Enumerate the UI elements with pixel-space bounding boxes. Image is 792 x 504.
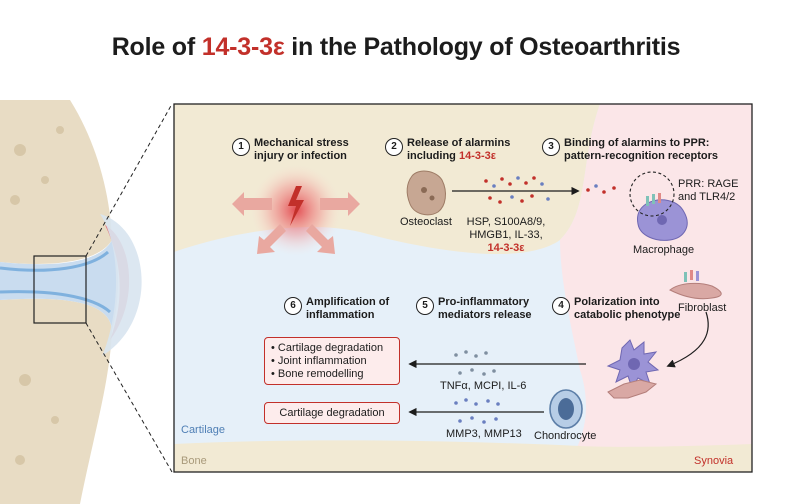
step-4-number: 4 — [552, 297, 570, 315]
outcome-item: Bone remodelling — [271, 368, 393, 381]
bone-region-label: Bone — [181, 455, 207, 467]
outcome-box-bottom: Cartilage degradation — [264, 402, 400, 424]
step-4-label: Polarization into catabolic phenotype — [574, 296, 680, 322]
alarmins-line2: HMGB1, IL-33, — [469, 229, 543, 241]
fibroblast-label: Fibroblast — [678, 302, 727, 314]
chondrocyte-label: Chondrocyte — [534, 430, 597, 442]
synovia-region-label: Synovia — [694, 455, 734, 467]
alarmins-list: HSP, S100A8/9, HMGB1, IL-33, 14-3-3ε — [452, 216, 560, 255]
step-3-label: Binding of alarmins to PPR: pattern-reco… — [564, 137, 718, 163]
outcome-item: Joint inflammation — [271, 355, 393, 368]
synovia-region — [560, 104, 752, 472]
alarmin-particles — [484, 176, 616, 204]
step-2-line2-prefix: including — [407, 150, 456, 162]
mediators-top-label: TNFα, MCPI, IL-6 — [440, 380, 527, 392]
lightning-icon — [288, 186, 304, 226]
step-5-line1: Pro-inflammatory — [438, 296, 530, 308]
step-5-number: 5 — [416, 297, 434, 315]
step-1-line2: injury or infection — [254, 150, 347, 162]
outcome-box-top: Cartilage degradation Joint inflammation… — [264, 337, 400, 385]
macrophage-label: Macrophage — [633, 244, 695, 256]
step-6-line1: Amplification of — [306, 296, 390, 308]
mediators-bottom-label: MMP3, MMP13 — [446, 428, 522, 440]
step-6-label: Amplification of inflammation — [306, 296, 389, 322]
cartilage-region-label: Cartilage — [181, 424, 226, 436]
prr-line1: PRR: RAGE — [678, 178, 739, 190]
osteoclast-icon — [406, 170, 446, 216]
outcome-item: Cartilage degradation — [271, 342, 393, 355]
activated-macrophage-icon — [606, 339, 660, 390]
macrophage-icon — [637, 193, 688, 241]
step-3-line1: Binding of alarmins to PPR: — [564, 137, 710, 149]
title-prefix: Role of — [111, 33, 196, 61]
step-6-number: 6 — [284, 297, 302, 315]
receptor-zoom-circle — [629, 171, 675, 217]
alarmins-highlight: 14-3-3ε — [487, 242, 525, 254]
step-3-number: 3 — [542, 138, 560, 156]
stress-arrows — [232, 192, 360, 254]
prr-line2: and TLR4/2 — [678, 191, 736, 203]
title-suffix: in the Pathology of Osteoarthritis — [291, 33, 681, 61]
step-3-line2: pattern-recognition receptors — [564, 150, 719, 162]
osteoclast-label: Osteoclast — [400, 216, 452, 228]
prr-label: PRR: RAGE and TLR4/2 — [678, 178, 739, 204]
fibroblast-icon — [669, 270, 722, 300]
alarmins-line1: HSP, S100A8/9, — [466, 216, 546, 228]
step-5-label: Pro-inflammatory mediators release — [438, 296, 532, 322]
step-4-line2: catabolic phenotype — [574, 309, 681, 321]
step-2-line2: including 14-3-3ε — [407, 150, 510, 163]
step-5-line2: mediators release — [438, 309, 532, 321]
mediator-particles — [454, 350, 500, 424]
activated-fibroblast-icon — [607, 379, 658, 399]
step-2-label: Release of alarmins including 14-3-3ε — [407, 137, 510, 163]
step-2-number: 2 — [385, 138, 403, 156]
step-1-number: 1 — [232, 138, 250, 156]
step-2-line1: Release of alarmins — [407, 137, 511, 149]
page-title: Role of 14-3-3ε in the Pathology of Oste… — [0, 33, 792, 62]
title-highlight: 14-3-3ε — [201, 33, 285, 61]
step-4-line1: Polarization into — [574, 296, 660, 308]
chondrocyte-icon — [549, 389, 583, 429]
step-1-label: Mechanical stress injury or infection — [254, 137, 349, 163]
step-2-highlight: 14-3-3ε — [458, 150, 496, 162]
step-6-line2: inflammation — [306, 309, 375, 321]
knee-joint-illustration — [0, 100, 142, 504]
step-1-line1: Mechanical stress — [254, 137, 349, 149]
zoom-box — [33, 255, 87, 324]
